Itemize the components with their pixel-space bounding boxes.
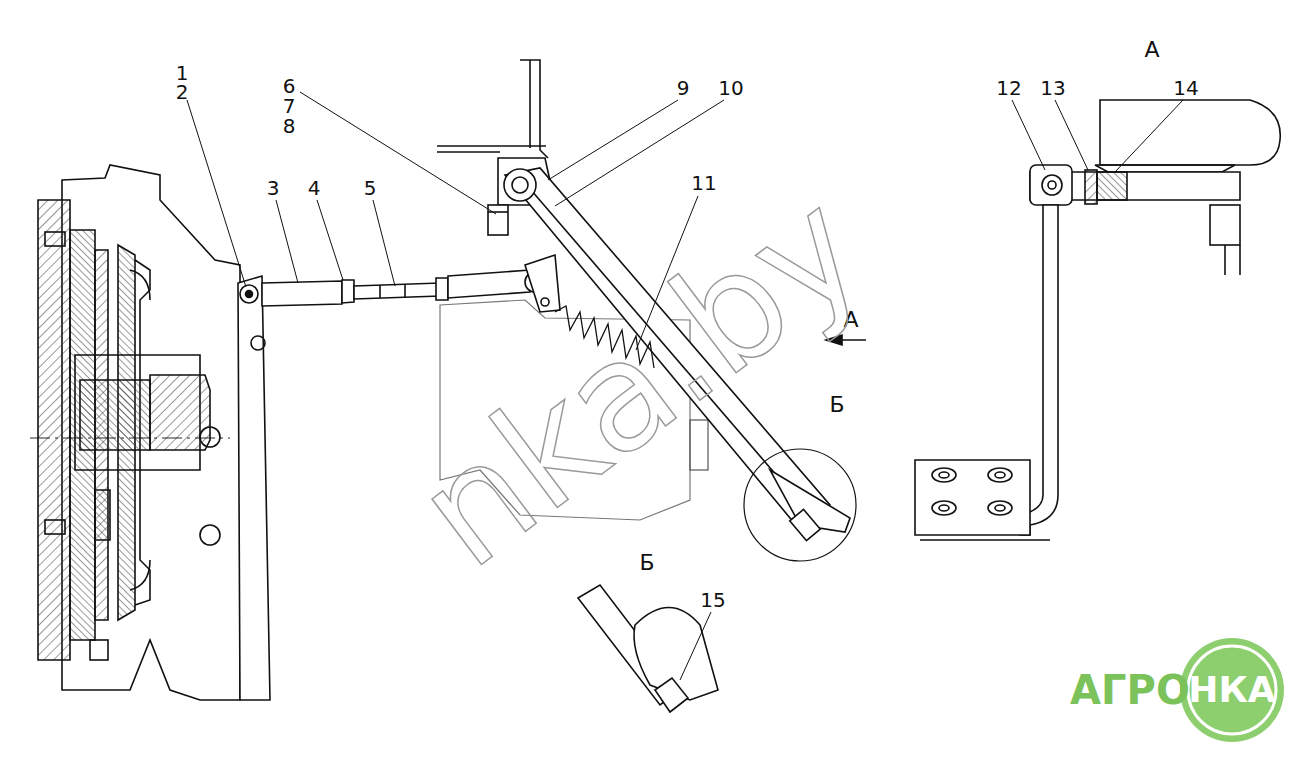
- callout-number: 3: [267, 178, 280, 198]
- logo-circle: [1180, 638, 1284, 742]
- callout-number: 13: [1040, 78, 1065, 98]
- release-lever: [200, 276, 270, 700]
- callout-number: 9: [677, 78, 690, 98]
- adjustable-rod: [262, 270, 545, 306]
- section-arrow: [826, 335, 866, 345]
- callout-number: 10: [718, 78, 743, 98]
- view-label: Б: [639, 552, 654, 574]
- callout-number: 15: [700, 590, 725, 610]
- callout-number: 6: [283, 76, 296, 96]
- view-label: Б: [829, 394, 844, 416]
- clutch-housing: [30, 165, 240, 700]
- view-label: А: [1144, 39, 1159, 61]
- logo-text: НКА: [1188, 672, 1275, 708]
- callout-number: 14: [1173, 78, 1198, 98]
- view-a: [915, 100, 1280, 540]
- logo-text: АГРО: [1070, 670, 1190, 710]
- detail-circle: [744, 449, 856, 561]
- logo-ring: [1188, 646, 1276, 734]
- callout-number: 8: [283, 116, 296, 136]
- callout-number: 7: [283, 96, 296, 116]
- detail-view: [578, 585, 718, 712]
- callout-number: 12: [996, 78, 1021, 98]
- callout-number: 11: [691, 173, 716, 193]
- callout-number: 5: [364, 178, 377, 198]
- callout-number: 4: [308, 178, 321, 198]
- leader-lines: [187, 92, 1183, 680]
- callout-number: 1: [176, 63, 189, 83]
- callout-number: 2: [176, 82, 189, 102]
